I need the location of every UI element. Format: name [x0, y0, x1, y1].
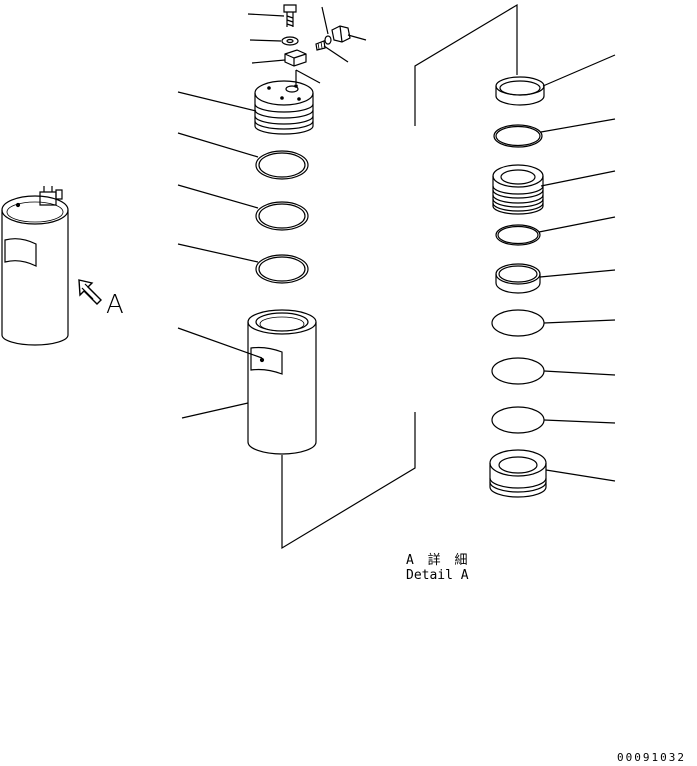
o-ring-3 [178, 244, 308, 283]
piston-head [178, 81, 313, 134]
detail-part-6 [492, 310, 615, 336]
drawing-number: 00091032 [617, 751, 686, 764]
cylinder-tube [178, 310, 316, 454]
small-plug [316, 7, 331, 50]
detail-piston [493, 165, 615, 214]
assembled-cylinder [2, 186, 68, 345]
detail-caption-english: Detail A [406, 568, 469, 583]
sensor-block [252, 50, 320, 84]
o-ring-2 [178, 185, 308, 230]
view-marker-label: A [106, 290, 124, 320]
detail-part-5 [496, 264, 615, 293]
fitting [324, 26, 366, 62]
washer [250, 37, 298, 45]
view-arrow [79, 280, 101, 304]
detail-part-7 [492, 358, 615, 384]
detail-bracket [282, 5, 517, 548]
detail-part-4 [496, 217, 615, 245]
detail-caption-japanese: A 詳 細 [406, 553, 471, 568]
detail-gland [490, 450, 615, 497]
o-ring-1 [178, 133, 308, 179]
detail-part-2 [494, 119, 615, 147]
bolt [248, 5, 296, 27]
detail-part-1 [496, 55, 615, 105]
detail-part-8 [492, 407, 615, 433]
